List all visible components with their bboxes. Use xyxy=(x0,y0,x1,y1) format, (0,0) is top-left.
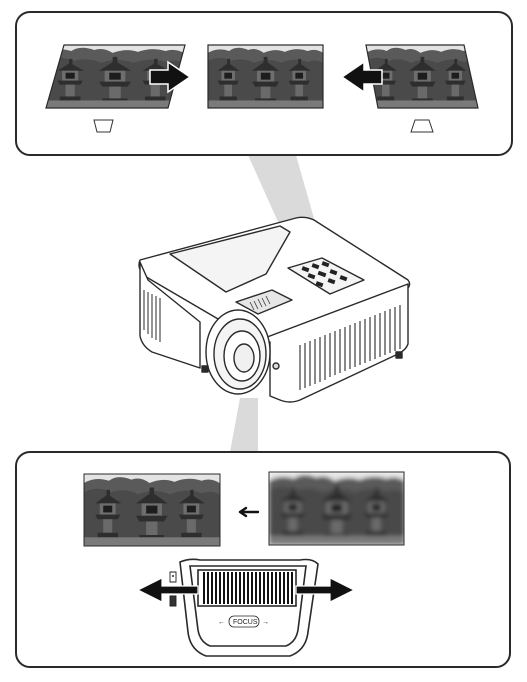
arrow-right-icon xyxy=(149,60,192,94)
rotate-left-arrow-icon xyxy=(136,577,199,603)
arrow-left-icon xyxy=(340,60,383,94)
zoom-icon xyxy=(169,571,177,607)
focus-left-arrow: ← xyxy=(218,619,225,626)
keystone-image-bottom-wide xyxy=(366,45,478,108)
blurry-image xyxy=(269,472,404,545)
projection-beam-bottom xyxy=(230,398,258,452)
sharp-image xyxy=(84,474,220,546)
focus-right-arrow: → xyxy=(262,619,269,626)
rotate-right-arrow-icon xyxy=(295,577,356,603)
focus-ring-knurl xyxy=(203,572,293,604)
keystone-down-symbol xyxy=(93,119,114,133)
keystone-up-symbol xyxy=(410,119,434,133)
arrow-left-small-icon xyxy=(238,506,260,518)
focus-label-group: ← FOCUS → xyxy=(218,615,269,628)
focus-label: FOCUS xyxy=(233,619,258,626)
image-corrected xyxy=(208,45,323,108)
projector-illustration xyxy=(138,216,411,403)
